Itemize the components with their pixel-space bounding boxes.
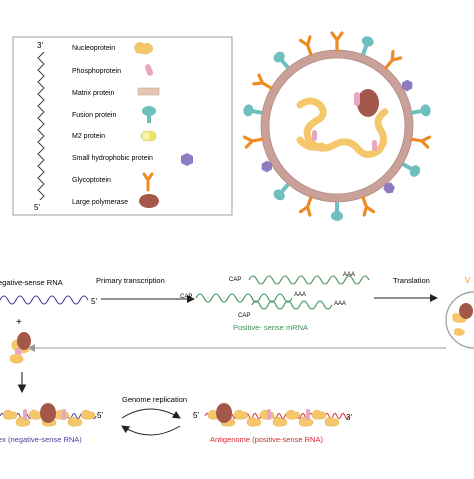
polya-label-3: AAA <box>334 301 346 307</box>
legend-label-nucleoprotein: Nucleoprotein <box>72 45 115 52</box>
nucleoprotein-unit <box>311 409 327 420</box>
glycoprotein-spike <box>410 135 432 149</box>
polymerase-unit <box>216 403 232 423</box>
nucleoprotein-icon <box>134 42 153 55</box>
large-polymerase-icon <box>139 194 159 208</box>
legend-panel: 3' 5' Nucleoprotein Phosphoprotein Matri… <box>12 36 233 216</box>
matrix-protein-icon <box>137 87 160 96</box>
nucleoprotein-unit <box>324 416 340 427</box>
strand-bottom-label: 5' <box>34 203 40 212</box>
nucleocapsid <box>296 97 390 158</box>
m2-protein-icon <box>140 130 157 142</box>
small-hydrophobic-protein-icon <box>181 153 193 166</box>
mrna-strand-1 <box>248 275 370 285</box>
cap-label-1: CAP <box>229 277 241 283</box>
rnp-strand-antigenome <box>204 403 350 427</box>
antigenome-label: Antigenome (positive-sense RNA) <box>210 435 323 444</box>
nucleoprotein-unit <box>80 409 96 420</box>
glycoprotein-spike <box>361 195 376 217</box>
glycoprotein-icon <box>142 172 154 192</box>
complex-label: ex (negative-sense RNA) <box>0 435 82 444</box>
small-hydrophobic-spike <box>383 182 395 194</box>
glycoprotein-spike <box>330 31 344 52</box>
nucleoprotein-unit <box>272 416 288 427</box>
fusion-spike <box>331 202 343 221</box>
phosphoprotein-unit <box>306 409 310 420</box>
rna-strand-zigzag <box>37 51 45 201</box>
legend-label-phosphoprotein: Phosphoprotein <box>72 68 121 75</box>
plus-sign: + <box>16 317 22 328</box>
virion <box>242 31 432 221</box>
fusion-spike <box>411 104 431 117</box>
polymerase-in-virion <box>357 89 379 117</box>
legend-label-fusion: Fusion protein <box>72 112 116 119</box>
glycoprotein-spike <box>298 35 313 57</box>
legend-label-m2: M2 protein <box>72 133 105 140</box>
nucleoprotein-unit <box>233 409 249 420</box>
envelope-proteins <box>242 31 432 221</box>
translation-label: Translation <box>393 276 430 285</box>
polya-label-2: AAA <box>294 292 306 298</box>
replication-arrow-forward <box>121 408 181 419</box>
legend-label-matrix: Matrix protein <box>72 90 115 97</box>
rnp-strand-negative <box>0 403 97 427</box>
phosphoprotein-icon <box>144 64 154 76</box>
fusion-spike <box>273 182 290 201</box>
negative-rna-label: egative-sense RNA <box>0 278 63 287</box>
virion-partial-label: V <box>465 276 471 285</box>
genome-replication-label: Genome replication <box>122 395 187 404</box>
phosphoprotein-unit <box>267 409 271 420</box>
fusion-spike <box>401 162 421 177</box>
cap-label-3: CAP <box>238 313 250 319</box>
nucleoprotein-unit <box>246 416 262 427</box>
primary-transcription-label: Primary transcription <box>96 276 165 285</box>
small-hydrophobic-spike <box>401 79 413 92</box>
fusion-spike <box>273 51 290 70</box>
fusion-spike <box>243 104 263 117</box>
complex-end-label: 5' <box>97 411 103 420</box>
legend-label-polymerase: Large polymerase <box>72 199 128 206</box>
legend-label-glycoprotein: Glycoptotein <box>72 177 111 184</box>
small-hydrophobic-spike <box>261 160 273 173</box>
mrna-strand-2 <box>195 293 293 303</box>
polya-label-1: AAA <box>343 272 355 278</box>
nucleoprotein-unit <box>15 416 31 427</box>
antigenome-end-label: 3' <box>346 413 352 422</box>
nucleoprotein-unit <box>67 416 83 427</box>
legend-label-small-hydrophobic: Small hydrophobic protein <box>72 155 153 162</box>
strand-top-label: 3' <box>37 41 43 50</box>
antigenome-start-label: 5' <box>193 411 199 420</box>
phosphoprotein-unit <box>23 409 27 420</box>
fusion-protein-icon <box>142 106 156 123</box>
replication-cycle: egative-sense RNA 5' Primary transcripti… <box>0 272 474 444</box>
nucleoprotein-unit <box>285 409 301 420</box>
nucleoprotein-unit <box>298 416 314 427</box>
negative-rna-end: 5' <box>91 297 97 306</box>
phosphoprotein-unit <box>62 409 66 420</box>
rnp-complex-icon <box>10 332 31 364</box>
glycoprotein-spike <box>384 49 403 70</box>
mrna-label: Positive- sense mRNA <box>233 323 308 332</box>
fusion-spike <box>361 36 374 56</box>
mrna-strand-3 <box>251 300 333 310</box>
glycoprotein-spike <box>298 195 313 217</box>
glycoprotein-spike <box>252 73 273 90</box>
budding-virion <box>445 291 474 349</box>
polymerase-unit <box>40 403 56 423</box>
replication-arrow-back <box>121 425 181 436</box>
nucleoprotein-unit <box>2 409 18 420</box>
cap-label-2: CAP <box>180 294 192 300</box>
negative-rna-strand <box>0 295 89 305</box>
glycoprotein-spike <box>242 135 264 149</box>
